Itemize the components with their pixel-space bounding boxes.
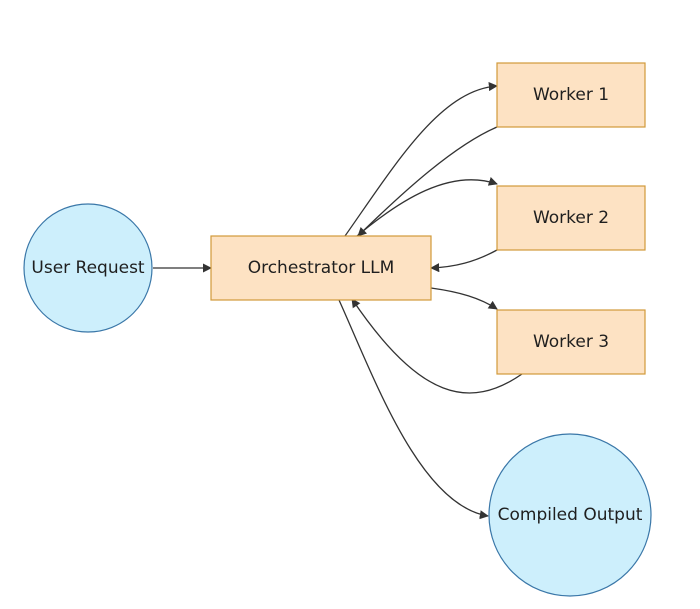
node-compiled-output-label: Compiled Output bbox=[498, 505, 643, 525]
node-orchestrator-label: Orchestrator LLM bbox=[248, 258, 395, 278]
node-compiled-output-shape bbox=[488, 433, 652, 597]
node-worker-3: Worker 3 bbox=[496, 309, 646, 375]
edge-orchestrator-to-worker-1 bbox=[344, 82, 498, 237]
node-worker-1: Worker 1 bbox=[496, 62, 646, 128]
node-worker-2: Worker 2 bbox=[496, 185, 646, 251]
edges bbox=[153, 82, 523, 520]
node-worker-1-shape bbox=[496, 62, 646, 128]
node-worker-2-shape bbox=[496, 185, 646, 251]
node-user-request-label: User Request bbox=[31, 258, 145, 278]
node-compiled-output: Compiled Output bbox=[488, 433, 652, 597]
edge-worker-1-to-orchestrator bbox=[357, 126, 498, 237]
node-user-request: User Request bbox=[23, 203, 153, 333]
node-user-request-shape bbox=[23, 203, 153, 333]
edge-worker-2-to-orchestrator bbox=[430, 249, 498, 273]
node-orchestrator: Orchestrator LLM bbox=[210, 235, 432, 301]
edge-worker-3-to-orchestrator bbox=[351, 298, 523, 394]
edge-orchestrator-to-compiled-output bbox=[338, 299, 489, 520]
node-worker-1-label: Worker 1 bbox=[533, 85, 609, 105]
node-worker-3-label: Worker 3 bbox=[533, 332, 609, 352]
node-worker-3-shape bbox=[496, 309, 646, 375]
node-orchestrator-shape bbox=[210, 235, 432, 301]
node-worker-2-label: Worker 2 bbox=[533, 208, 609, 228]
edge-orchestrator-to-worker-3 bbox=[430, 287, 498, 310]
edge-orchestrator-to-worker-2 bbox=[356, 177, 498, 237]
